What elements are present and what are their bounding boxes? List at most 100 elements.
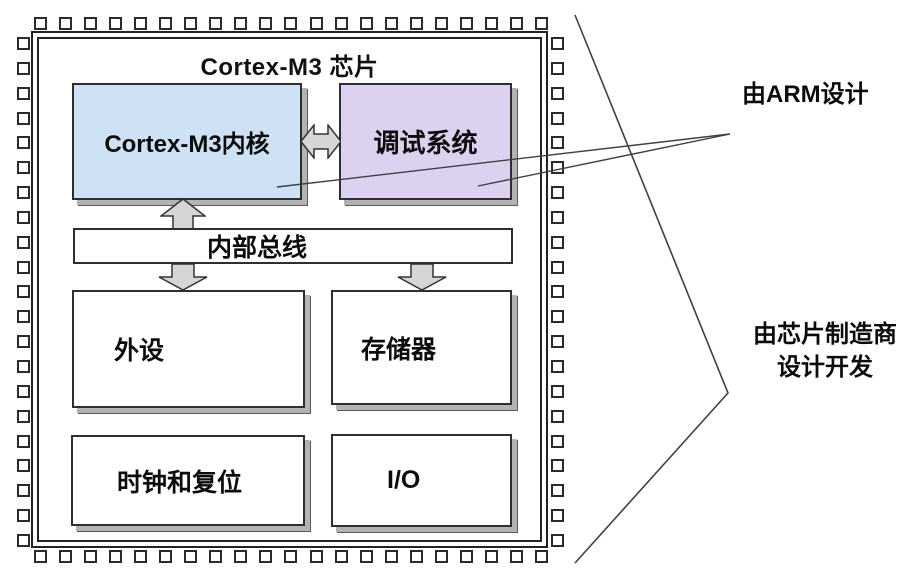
block-clock-and-reset: 时钟和复位: [71, 435, 305, 526]
chip-pin: [109, 550, 123, 563]
chip-pin: [34, 17, 47, 30]
chip-pin: [534, 550, 548, 563]
chip-pin: [551, 37, 564, 50]
chip-pin: [17, 384, 30, 398]
chip-pins-top: [34, 17, 548, 30]
chip-pin: [234, 17, 248, 30]
chip-pin: [234, 550, 248, 563]
chip-pin: [17, 161, 30, 175]
chip-pin: [509, 17, 523, 30]
chip-pin: [17, 111, 30, 125]
chip-pin: [17, 37, 30, 50]
chip-pin: [551, 260, 564, 274]
block-internal-bus: 内部总线: [73, 228, 513, 264]
chip-pin: [209, 17, 223, 30]
chip-pin: [509, 550, 523, 563]
chip-pin: [309, 17, 323, 30]
block-cortex-m3-core: Cortex-M3内核: [72, 83, 302, 200]
chip-pin: [17, 136, 30, 150]
block-debug-system: 调试系统: [339, 83, 512, 200]
annotation-designed-by-manufacturer-line2: 设计开发: [777, 354, 873, 381]
chip-pin: [551, 359, 564, 373]
core-debug-double-arrow-icon: [301, 124, 341, 159]
chip-pin: [334, 17, 348, 30]
annotation-designed-by-arm: 由ARM设计: [742, 81, 869, 108]
chip-pin: [17, 434, 30, 448]
chip-pin: [17, 61, 30, 75]
chip-pin: [159, 17, 173, 30]
chip-pin: [17, 359, 30, 373]
chip-pin: [534, 17, 548, 30]
chip-body: Cortex-M3 芯片 Cortex-M3内核 调试系统 内部总线: [31, 31, 548, 548]
bus-to-peripherals-down-arrow-icon: [158, 264, 208, 291]
chip-pin: [551, 161, 564, 175]
chip-pins-bottom: [34, 550, 548, 563]
chip-pin: [551, 285, 564, 299]
chip-pin: [259, 17, 273, 30]
chip-pin: [17, 235, 30, 249]
chip-pin: [551, 533, 564, 547]
chip-pin: [551, 434, 564, 448]
chip-pin: [409, 550, 423, 563]
chip-pin: [551, 509, 564, 523]
chip-pin: [434, 550, 448, 563]
chip-pin: [134, 550, 148, 563]
chip-pin: [409, 17, 423, 30]
chip-pin: [551, 459, 564, 473]
chip-pin: [284, 550, 298, 563]
chip-pin: [17, 285, 30, 299]
chip-pin: [551, 210, 564, 224]
chip-pin: [109, 17, 123, 30]
chip-pin: [551, 136, 564, 150]
chip-pin: [459, 17, 473, 30]
chip-pin: [551, 335, 564, 349]
chip-pin: [434, 17, 448, 30]
chip-pin: [17, 459, 30, 473]
chip-pin: [284, 17, 298, 30]
chip-pin: [484, 17, 498, 30]
chip-title: Cortex-M3 芯片: [200, 54, 379, 81]
chip-pin: [17, 533, 30, 547]
chip-pin: [84, 550, 98, 563]
chip-pin: [134, 17, 148, 30]
chip-pin: [359, 17, 373, 30]
chip-pin: [17, 335, 30, 349]
block-peripherals-label: 外设: [114, 337, 165, 365]
block-cortex-m3-core-label: Cortex-M3内核: [104, 131, 270, 158]
chip-pin: [359, 550, 373, 563]
block-io: I/O: [331, 434, 512, 527]
chip-pin: [17, 484, 30, 498]
chip-pin: [309, 550, 323, 563]
chip-pin: [184, 17, 198, 30]
chip-pin: [159, 550, 173, 563]
chip-pin: [551, 111, 564, 125]
block-io-label: I/O: [387, 466, 421, 494]
annotation-designed-by-manufacturer-line1: 由芯片制造商: [753, 321, 897, 348]
annotation-designed-by-manufacturer: 由芯片制造商 设计开发: [728, 318, 912, 384]
block-debug-system-label: 调试系统: [373, 128, 478, 158]
chip-pin: [17, 509, 30, 523]
chip-pin: [551, 310, 564, 324]
bus-to-memory-down-arrow-icon: [397, 264, 447, 291]
chip-pin: [551, 384, 564, 398]
block-peripherals: 外设: [72, 290, 305, 408]
block-clock-and-reset-label: 时钟和复位: [117, 468, 243, 497]
chip-pin: [384, 550, 398, 563]
chip-pin: [259, 550, 273, 563]
chip-pin: [34, 550, 47, 563]
chip-pin: [17, 409, 30, 423]
block-memory: 存储器: [331, 290, 512, 405]
chip-pin: [209, 550, 223, 563]
chip-pin: [551, 86, 564, 100]
chip-pin: [17, 260, 30, 274]
chip-body-inner-border: [37, 37, 542, 542]
bus-to-core-up-arrow-icon: [160, 199, 206, 229]
chip-pin: [17, 310, 30, 324]
chip-pin: [334, 550, 348, 563]
chip-pin: [184, 550, 198, 563]
chip-pin: [551, 484, 564, 498]
chip-pin: [84, 17, 98, 30]
chip-pins-right: [551, 37, 564, 547]
chip-pin: [17, 210, 30, 224]
